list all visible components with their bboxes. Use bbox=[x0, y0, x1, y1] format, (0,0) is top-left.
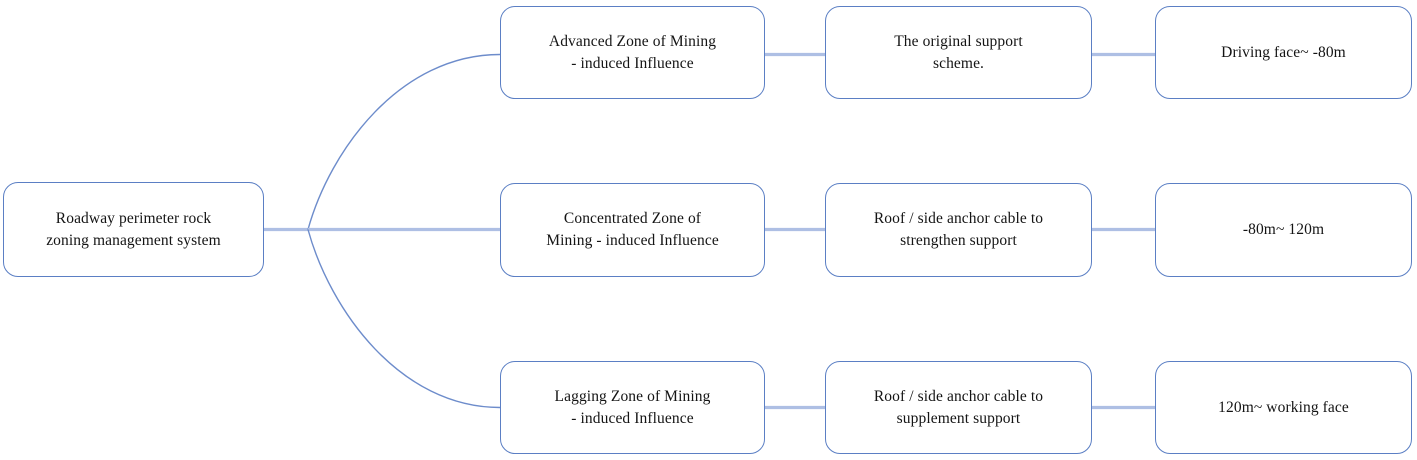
node-zone-advanced-label: Advanced Zone of Mining - induced Influe… bbox=[548, 32, 717, 72]
node-zone-lagging[interactable]: Lagging Zone of Mining - induced Influen… bbox=[500, 361, 765, 454]
node-scheme-original[interactable]: The original support scheme. bbox=[825, 6, 1092, 99]
node-range-driving-face[interactable]: Driving face~ -80m bbox=[1155, 6, 1412, 99]
node-scheme-supplement[interactable]: Roof / side anchor cable to supplement s… bbox=[825, 361, 1092, 454]
node-root-system[interactable]: Roadway perimeter rock zoning management… bbox=[3, 182, 264, 277]
node-range-120-to-working-face-label: 120m~ working face bbox=[1218, 398, 1349, 416]
node-range-minus80-to-120[interactable]: -80m~ 120m bbox=[1155, 183, 1412, 277]
node-range-minus80-to-120-label: -80m~ 120m bbox=[1242, 221, 1325, 238]
node-scheme-supplement-label: Roof / side anchor cable to supplement s… bbox=[873, 387, 1044, 427]
node-root-system-label: Roadway perimeter rock zoning management… bbox=[46, 209, 221, 249]
node-zone-concentrated-label: Concentrated Zone of Mining - induced In… bbox=[546, 210, 719, 249]
node-zone-advanced[interactable]: Advanced Zone of Mining - induced Influe… bbox=[500, 6, 765, 99]
node-scheme-strengthen[interactable]: Roof / side anchor cable to strengthen s… bbox=[825, 183, 1092, 277]
node-scheme-strengthen-label: Roof / side anchor cable to strengthen s… bbox=[873, 210, 1044, 249]
node-range-driving-face-label: Driving face~ -80m bbox=[1221, 43, 1346, 61]
connector-branch-row-1 bbox=[307, 53, 501, 230]
node-scheme-original-label: The original support scheme. bbox=[894, 32, 1023, 72]
connector-branch-row-3 bbox=[307, 229, 501, 409]
node-zone-lagging-label: Lagging Zone of Mining - induced Influen… bbox=[554, 387, 711, 427]
node-zone-concentrated[interactable]: Concentrated Zone of Mining - induced In… bbox=[500, 183, 765, 277]
node-range-120-to-working-face[interactable]: 120m~ working face bbox=[1155, 361, 1412, 454]
